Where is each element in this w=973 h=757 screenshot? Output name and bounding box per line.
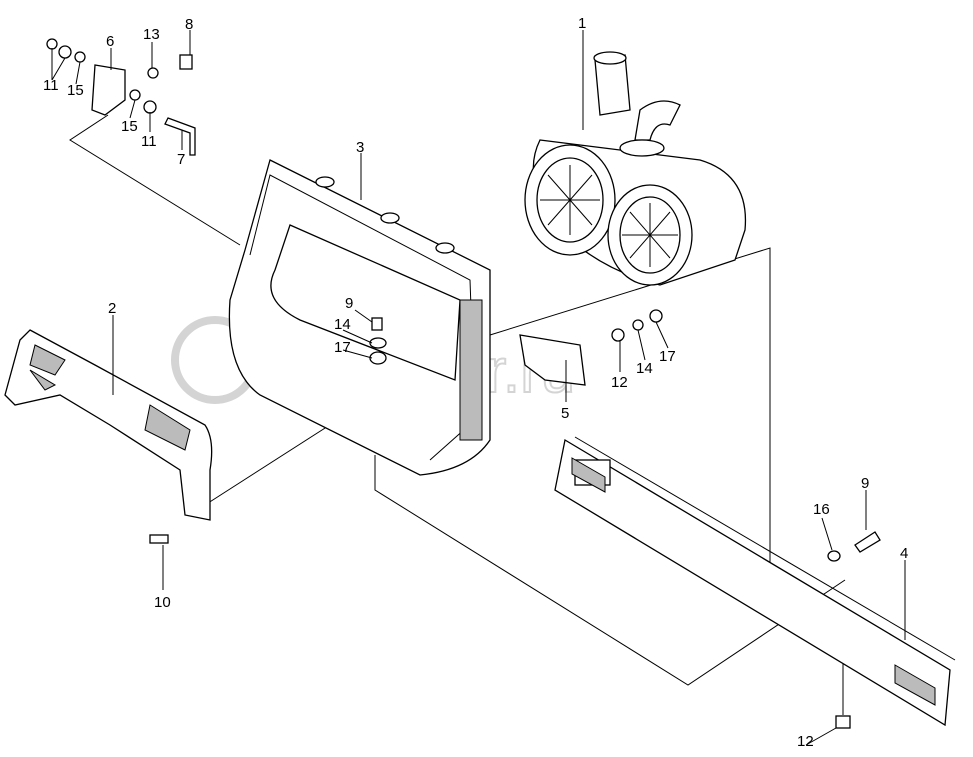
callout-11: 11: [141, 133, 157, 150]
callout-15: 15: [67, 82, 84, 99]
callout-6: 6: [106, 33, 114, 50]
callout-8: 8: [185, 16, 193, 33]
callout-10: 10: [154, 594, 171, 611]
callout-14: 14: [636, 360, 653, 377]
callout-17: 17: [334, 339, 351, 356]
part-bracket: [519, 334, 586, 386]
callout-2: 2: [108, 300, 116, 317]
callout-9: 9: [345, 295, 353, 312]
assembly-lines: [69, 114, 846, 715]
part-frame: [228, 159, 491, 476]
part-grille: [4, 329, 213, 521]
part-hardware: [46, 38, 881, 729]
callout-16: 16: [813, 501, 830, 518]
callout-11: 11: [43, 77, 59, 94]
callout-17: 17: [659, 348, 676, 365]
callout-12: 12: [797, 733, 814, 750]
part-crossmember: [554, 436, 956, 727]
part-air-cleaner: [524, 51, 747, 286]
leader-lines: [51, 30, 906, 746]
callout-5: 5: [561, 405, 569, 422]
callout-7: 7: [177, 151, 185, 168]
callout-14: 14: [334, 316, 351, 333]
callout-15: 15: [121, 118, 138, 135]
callout-4: 4: [900, 545, 908, 562]
callout-labels: 1 2 3 4 5 6 7 8 9 9 10 11 11 12 12 13 14…: [43, 15, 908, 750]
callout-13: 13: [143, 26, 160, 43]
callout-1: 1: [578, 15, 586, 32]
callout-3: 3: [356, 139, 364, 156]
callout-12: 12: [611, 374, 628, 391]
callout-9: 9: [861, 475, 869, 492]
